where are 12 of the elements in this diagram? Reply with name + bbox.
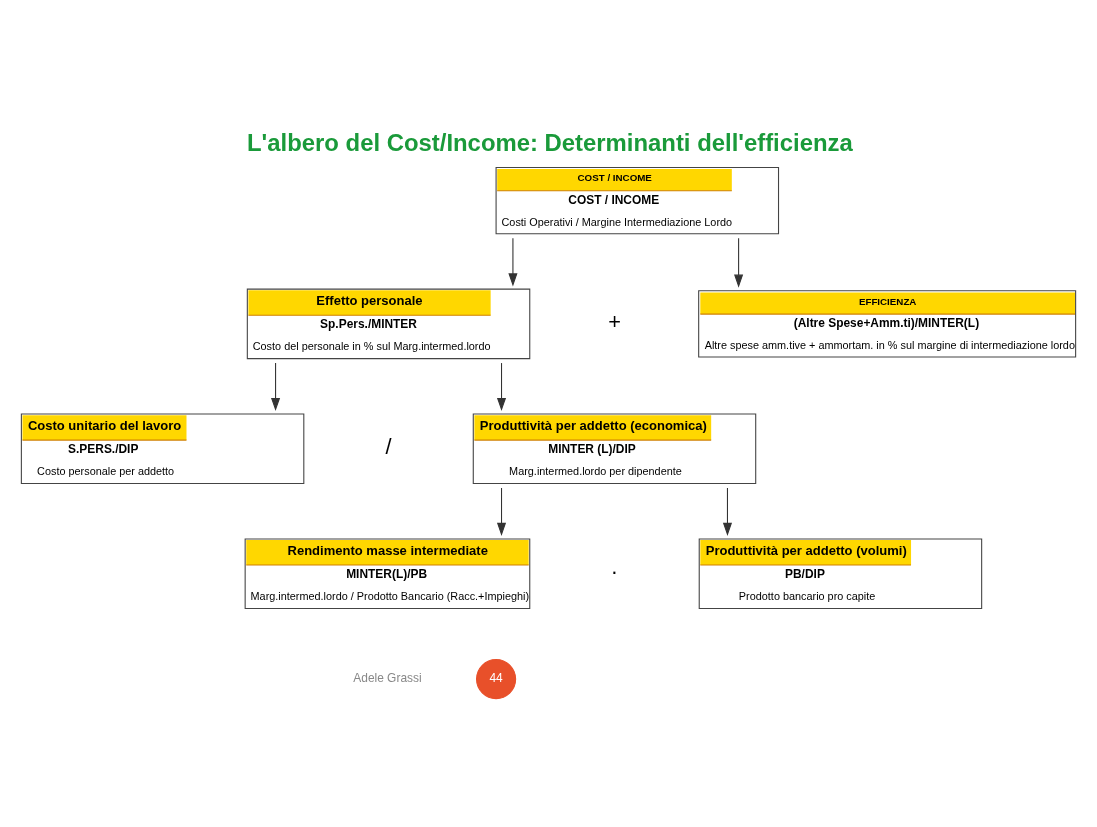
arrow [508,237,518,287]
label: / [385,434,392,460]
label: Adele Grassi [353,671,422,686]
arrow [722,487,733,536]
label: 44 [489,671,503,686]
label: + [608,309,621,335]
arrow [271,362,281,411]
arrow [734,237,744,288]
arrow [496,362,507,411]
arrow [496,487,507,536]
label: · [610,559,619,585]
diagram-title: L'albero del Cost/Income: Determinanti dell'efficienza [247,128,853,156]
